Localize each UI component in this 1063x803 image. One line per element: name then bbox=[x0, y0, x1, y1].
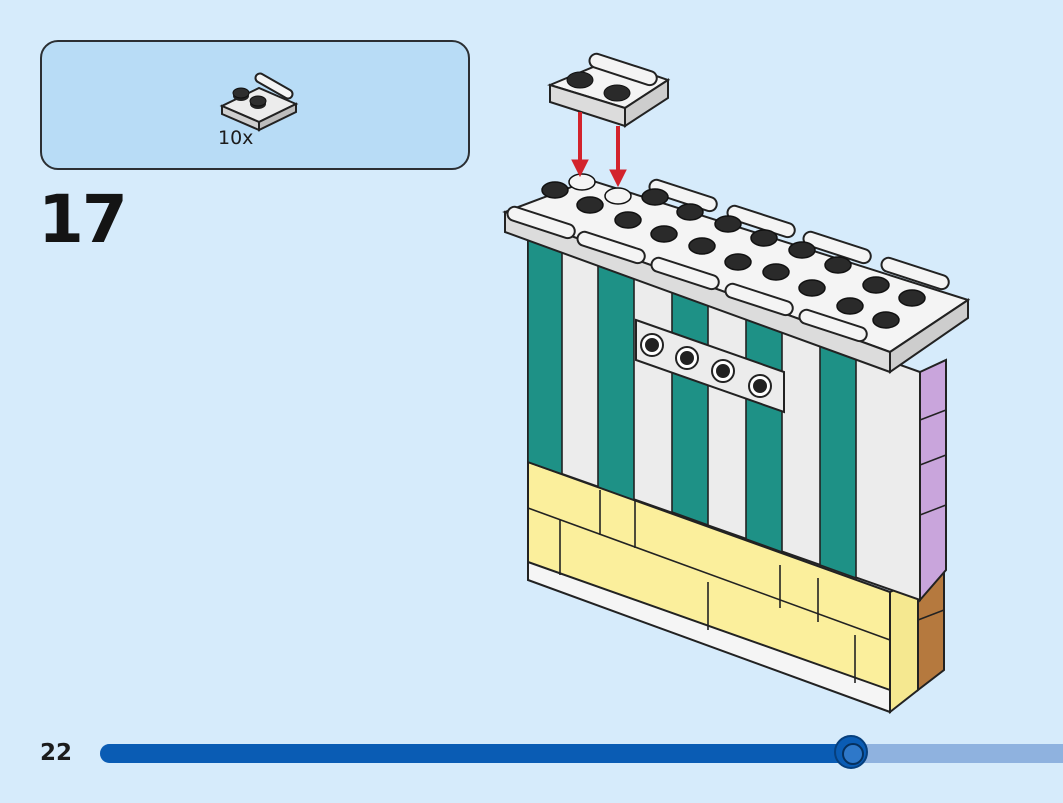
page-number: 22 bbox=[40, 740, 73, 766]
step-number: 17 bbox=[38, 181, 128, 258]
part-quantity: 10x bbox=[218, 127, 254, 149]
plate-1x2-with-bar-icon bbox=[219, 72, 299, 132]
build-illustration bbox=[502, 52, 971, 715]
parts-callout: 10x bbox=[40, 40, 470, 170]
progress-bar[interactable] bbox=[100, 735, 1063, 769]
progress-knob[interactable] bbox=[834, 735, 869, 769]
progress-fill bbox=[100, 744, 852, 763]
